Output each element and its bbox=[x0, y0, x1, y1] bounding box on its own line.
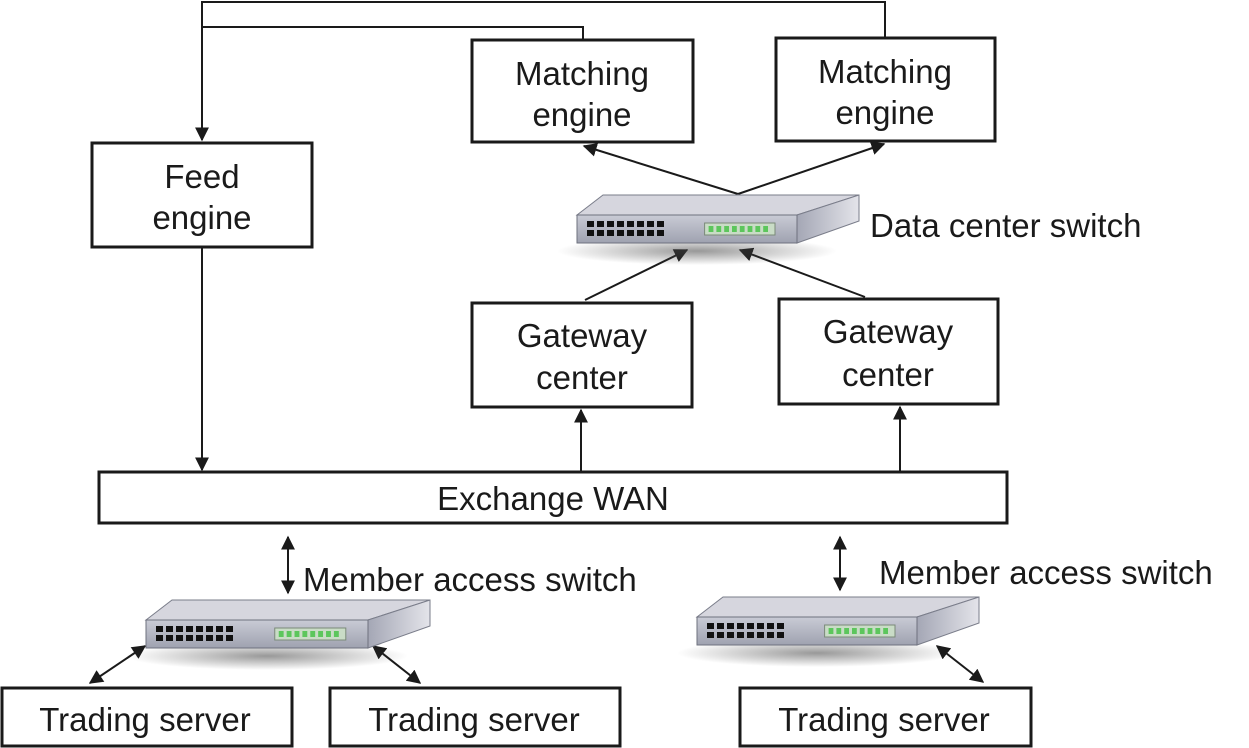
gateway-center-2: Gateway center bbox=[777, 297, 1000, 406]
trading-server-3: Trading server bbox=[738, 686, 1033, 748]
trading-server-2-label: Trading server bbox=[368, 701, 580, 738]
gateway-center-1: Gateway center bbox=[470, 301, 694, 409]
gateway-center-2-line2: center bbox=[842, 356, 934, 393]
trading-server-1: Trading server bbox=[0, 686, 294, 748]
feed-engine-line2: engine bbox=[152, 199, 251, 236]
data-center-switch-icon bbox=[557, 194, 860, 265]
matching-engine-1: Matching engine bbox=[470, 38, 695, 144]
trading-server-3-label: Trading server bbox=[778, 701, 990, 738]
trading-server-2: Trading server bbox=[328, 686, 622, 748]
trading-server-1-label: Trading server bbox=[39, 701, 251, 738]
member-access-switch-1-label: Member access switch bbox=[303, 561, 637, 598]
matching-engine-1-line2: engine bbox=[532, 96, 631, 133]
feed-loop-connector bbox=[195, 1, 886, 142]
matching-engine-1-line1: Matching bbox=[515, 55, 649, 92]
feed-engine-line1: Feed bbox=[164, 158, 239, 195]
gateway-center-1-line1: Gateway bbox=[517, 317, 648, 354]
member-access-switch-2-label: Member access switch bbox=[879, 554, 1213, 591]
data-center-switch-label: Data center switch bbox=[870, 207, 1141, 244]
exchange-wan: Exchange WAN bbox=[97, 470, 1009, 525]
matching-engine-2: Matching engine bbox=[774, 36, 997, 143]
gateway-center-2-line1: Gateway bbox=[823, 313, 954, 350]
gateway-center-1-line2: center bbox=[536, 359, 628, 396]
feed-engine: Feed engine bbox=[90, 141, 314, 249]
switch-to-matching-1-arrow bbox=[582, 143, 739, 195]
matching-engine-2-line2: engine bbox=[835, 94, 934, 131]
member-access-switch-1-icon bbox=[126, 599, 431, 670]
matching-engine-2-line1: Matching bbox=[818, 53, 952, 90]
member-access-switch-2-icon bbox=[677, 596, 980, 667]
exchange-wan-label: Exchange WAN bbox=[437, 480, 669, 517]
switch-to-matching-2-arrow bbox=[737, 141, 886, 195]
